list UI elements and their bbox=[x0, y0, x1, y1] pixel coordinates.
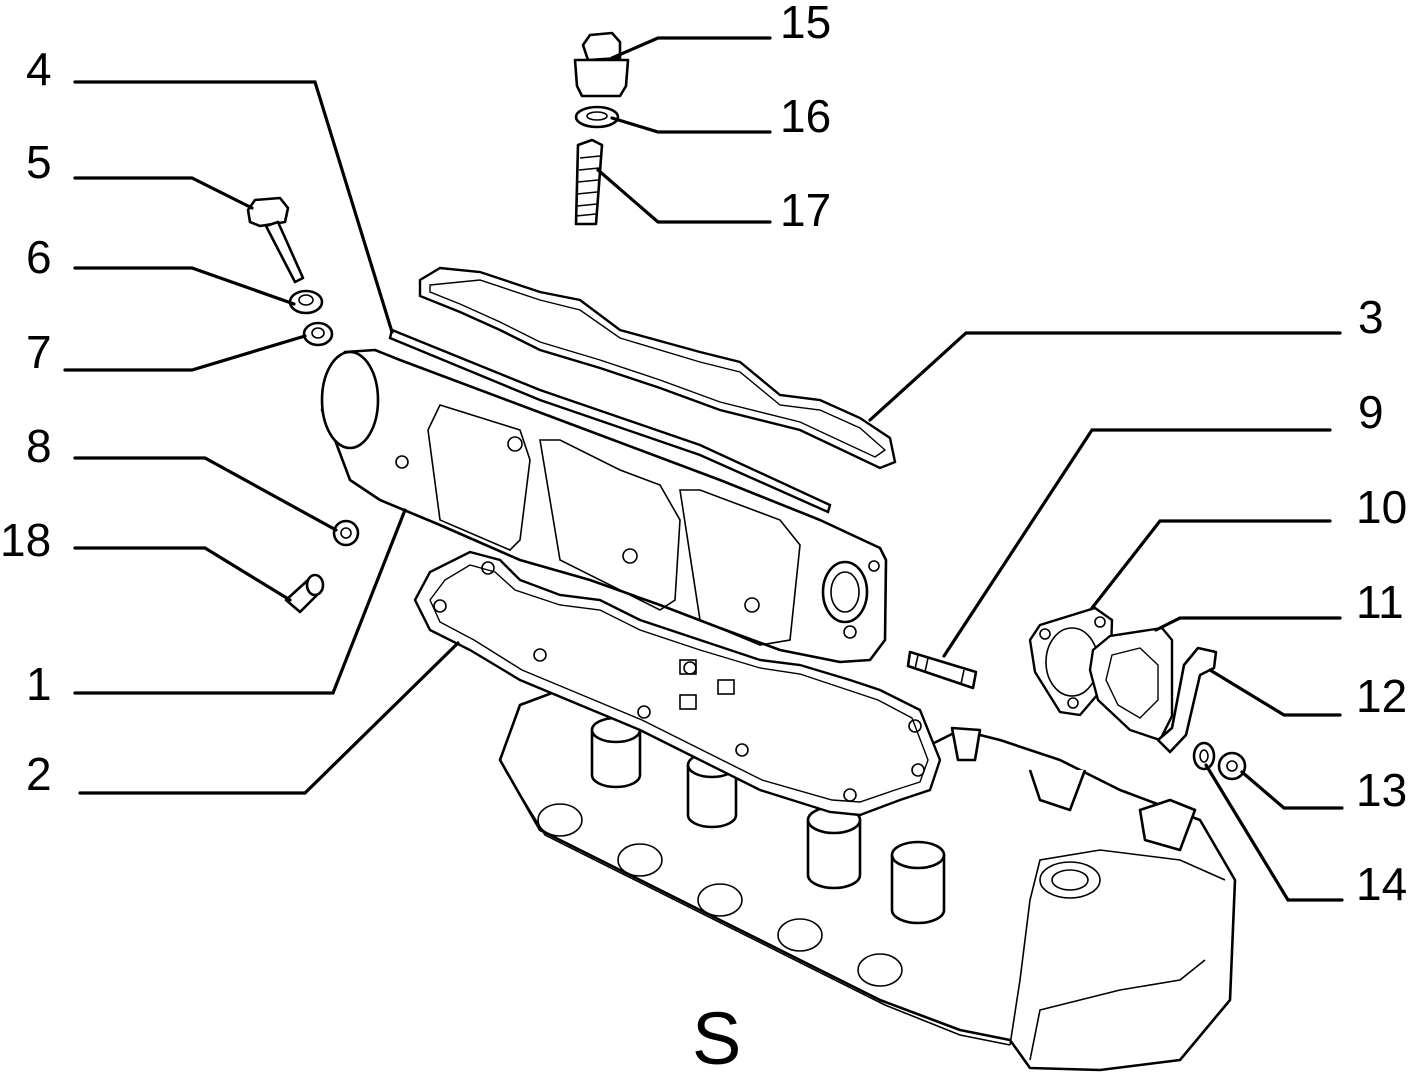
leader-9 bbox=[942, 428, 1332, 658]
nut-8 bbox=[332, 519, 360, 547]
leader-5 bbox=[73, 176, 254, 210]
washer-7 bbox=[302, 321, 334, 347]
leader-11 bbox=[1154, 616, 1342, 632]
callout-5: 5 bbox=[26, 136, 52, 188]
callout-12: 12 bbox=[1356, 670, 1407, 722]
leader-17 bbox=[596, 168, 772, 224]
callout-1: 1 bbox=[26, 658, 52, 710]
callout-numbers: 4 5 6 7 8 18 1 2 15 16 17 3 9 10 11 12 1… bbox=[0, 0, 1407, 910]
nut-13 bbox=[1217, 751, 1247, 781]
leader-14 bbox=[1204, 763, 1344, 902]
leader-6 bbox=[73, 266, 296, 306]
callout-6: 6 bbox=[26, 231, 52, 283]
stud-17 bbox=[574, 138, 604, 226]
leader-18 bbox=[73, 546, 292, 602]
leader-15 bbox=[610, 36, 772, 60]
section-letter: S bbox=[692, 997, 741, 1080]
leader-4 bbox=[73, 80, 394, 334]
head-gasket-2 bbox=[413, 550, 942, 817]
callout-2: 2 bbox=[26, 748, 52, 800]
washer-16 bbox=[574, 105, 620, 129]
callout-8: 8 bbox=[26, 420, 52, 472]
leader-13 bbox=[1240, 770, 1344, 810]
rocker-cover-1 bbox=[320, 348, 888, 664]
callout-3: 3 bbox=[1358, 291, 1384, 343]
callout-16: 16 bbox=[780, 90, 831, 142]
callout-11: 11 bbox=[1356, 576, 1404, 628]
leader-7 bbox=[63, 334, 307, 372]
leader-lines bbox=[63, 36, 1344, 902]
plate-11 bbox=[1088, 626, 1174, 742]
washer-6 bbox=[288, 289, 324, 315]
callout-14: 14 bbox=[1356, 858, 1407, 910]
callout-13: 13 bbox=[1356, 764, 1407, 816]
stud-9 bbox=[906, 650, 978, 690]
leader-16 bbox=[610, 116, 772, 134]
cover-gasket-4 bbox=[388, 328, 832, 514]
cylinder-head bbox=[498, 688, 1237, 1072]
callout-7: 7 bbox=[26, 326, 52, 378]
callout-10: 10 bbox=[1356, 481, 1407, 533]
bolt-5 bbox=[246, 196, 305, 284]
leader-12 bbox=[1208, 668, 1342, 717]
leader-10 bbox=[1090, 519, 1332, 610]
callout-9: 9 bbox=[1358, 386, 1384, 438]
baffle-plate-3 bbox=[418, 266, 897, 470]
callout-18: 18 bbox=[0, 514, 51, 566]
leader-2 bbox=[78, 641, 460, 795]
leader-3 bbox=[868, 331, 1342, 422]
callout-17: 17 bbox=[780, 184, 831, 236]
leader-8 bbox=[73, 456, 338, 532]
washer-14 bbox=[1192, 741, 1216, 771]
cap-15 bbox=[573, 31, 630, 98]
callout-15: 15 bbox=[780, 0, 831, 48]
callout-4: 4 bbox=[26, 43, 52, 95]
bracket-12 bbox=[1156, 646, 1218, 754]
sleeve-18 bbox=[284, 573, 325, 614]
leader-1 bbox=[73, 508, 407, 695]
